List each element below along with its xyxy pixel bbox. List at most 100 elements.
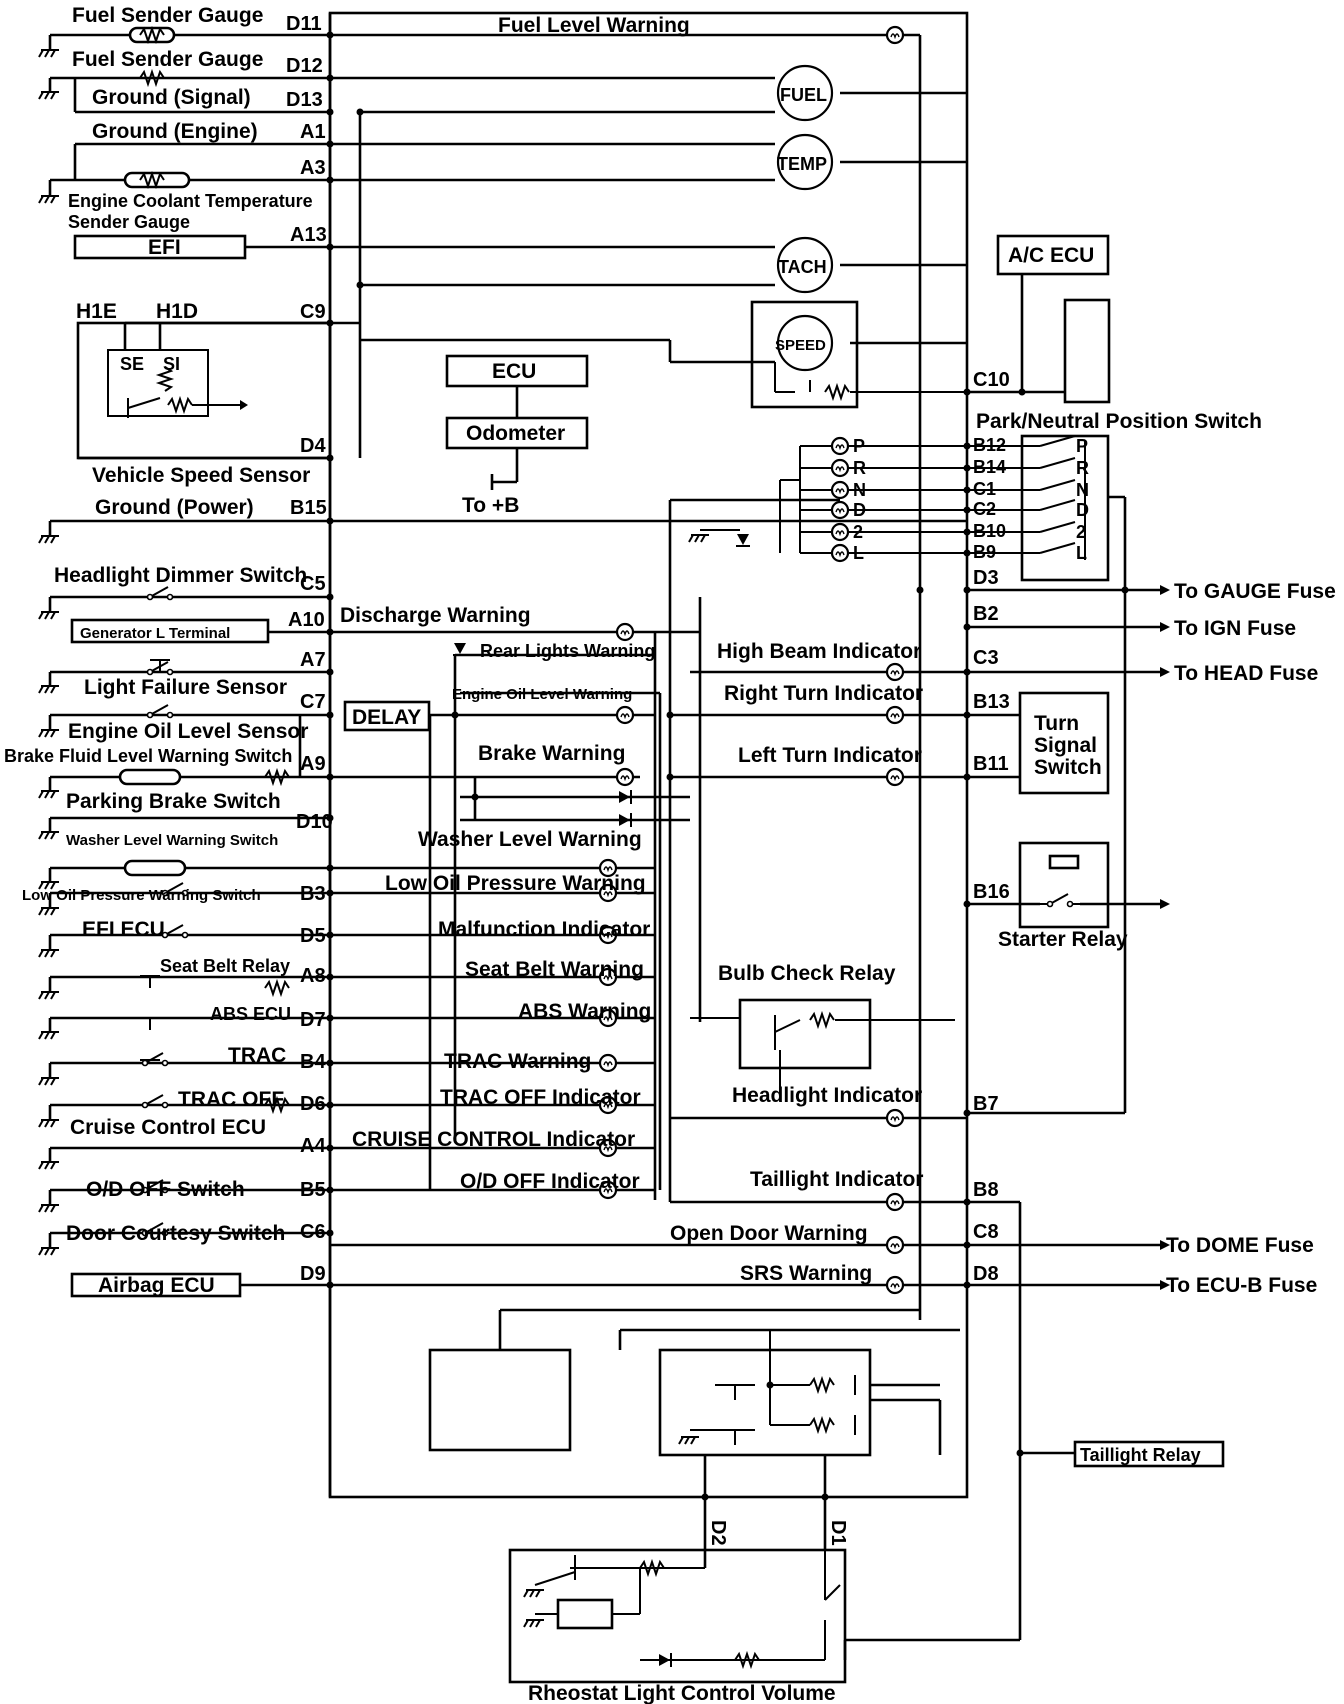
left-wiring (38, 26, 332, 1298)
label-to-b: To +B (462, 494, 519, 517)
label-ground-signal: Ground (Signal) (92, 86, 251, 109)
label-low-oil-warning: Low Oil Pressure Warning (385, 872, 646, 895)
pin-d9: D9 (300, 1263, 326, 1285)
label-abs-ecu: ABS ECU (210, 1004, 291, 1024)
label-to-gauge: To GAUGE Fuse (1174, 580, 1336, 603)
pin-b3: B3 (300, 883, 326, 905)
label-brake-fluid: Brake Fluid Level Warning Switch (4, 746, 292, 766)
right-wiring (508, 234, 1225, 1684)
airbag-ecu-box (70, 1272, 242, 1298)
pin-d2: D2 (707, 1520, 729, 1546)
starter-relay-box (1018, 841, 1110, 929)
left-labels: Fuel Sender Gauge Fuel Sender Gauge Grou… (4, 4, 313, 1297)
pin-a8: A8 (300, 965, 326, 987)
pin-b2: B2 (973, 603, 999, 625)
label-trac: TRAC (228, 1044, 286, 1067)
pin-b14: B14 (973, 457, 1006, 477)
switch-gear-p: P (1076, 436, 1088, 456)
pin-b9: B9 (973, 542, 996, 562)
pin-c2: C2 (973, 499, 996, 519)
pin-b11: B11 (973, 753, 1009, 775)
label-delay: DELAY (352, 706, 421, 729)
label-trac-warning: TRAC Warning (444, 1050, 591, 1073)
speed-gauge (776, 314, 834, 372)
tach-gauge (776, 236, 834, 294)
pin-c6: C6 (300, 1221, 326, 1243)
pin-a3: A3 (300, 157, 326, 179)
pin-d12: D12 (286, 55, 323, 77)
switch-gear-r: R (1076, 458, 1089, 478)
rheostat-box (508, 1548, 847, 1684)
pin-d5: D5 (300, 925, 326, 947)
label-to-head: To HEAD Fuse (1174, 662, 1318, 685)
switch-gear-n: N (1076, 480, 1089, 500)
label-washer-switch: Washer Level Warning Switch (66, 832, 278, 849)
junction-dots (326, 31, 1129, 1501)
label-srs: SRS Warning (740, 1262, 872, 1285)
pin-b13: B13 (973, 691, 1010, 713)
speedometer-box (750, 300, 859, 409)
label-door-courtesy: Door Courtesy Switch (66, 1222, 285, 1245)
pin-d3: D3 (973, 567, 999, 589)
label-ecu: ECU (492, 360, 536, 383)
gauge-speed: SPEED (775, 337, 826, 354)
label-to-ecub: To ECU-B Fuse (1166, 1274, 1317, 1297)
label-seat-belt-relay: Seat Belt Relay (160, 956, 290, 976)
label-coolant-2: Sender Gauge (68, 212, 190, 232)
label-turn-1: Turn (1034, 712, 1079, 735)
label-efi: EFI (148, 236, 181, 259)
pin-d6: D6 (300, 1093, 326, 1115)
label-airbag-ecu: Airbag ECU (98, 1274, 215, 1297)
label-oil-level-warning: Engine Oil Level Warning (452, 686, 632, 703)
gear-label-l: L (853, 543, 864, 563)
label-si: SI (163, 354, 180, 374)
pin-a13: A13 (290, 224, 327, 246)
label-trac-off: TRAC OFF (178, 1088, 284, 1111)
label-open-door: Open Door Warning (670, 1222, 868, 1245)
gear-label-r: R (853, 458, 866, 478)
label-oil-level-sensor: Engine Oil Level Sensor (68, 720, 308, 743)
label-turn-3: Switch (1034, 756, 1102, 779)
label-gen-l: Generator L Terminal (80, 625, 230, 642)
pin-a7: A7 (300, 649, 326, 671)
label-ground-power: Ground (Power) (95, 496, 254, 519)
pin-b5: B5 (300, 1179, 326, 1201)
label-cruise-ecu: Cruise Control ECU (70, 1116, 266, 1139)
park-neutral-switch-box (1020, 434, 1110, 582)
right-pin-labels: C10 B12 B14 C1 C2 B10 B9 D3 B2 C3 B13 B1… (707, 369, 1010, 1546)
switch-gear-2: 2 (1076, 522, 1086, 542)
label-washer-warning: Washer Level Warning (418, 828, 642, 851)
gauge-fuel: FUEL (780, 85, 827, 105)
label-ac-ecu: A/C ECU (1008, 244, 1094, 267)
label-taillight-relay: Taillight Relay (1080, 1445, 1201, 1465)
pin-a9: A9 (300, 753, 326, 775)
label-low-oil-switch: Low Oil Pressure Warning Switch (22, 887, 261, 904)
label-od-off-indicator: O/D OFF Indicator (460, 1170, 640, 1193)
label-left-turn: Left Turn Indicator (738, 744, 922, 767)
left-pin-labels: D11 D12 D13 A1 A3 A13 C9 D4 B15 C5 A10 A… (286, 13, 333, 1285)
pin-b12: B12 (973, 435, 1006, 455)
pin-d10: D10 (296, 811, 333, 833)
label-rheostat: Rheostat Light Control Volume (528, 1682, 836, 1704)
odometer-box (445, 416, 589, 450)
gauge-temp: TEMP (777, 154, 827, 174)
pin-c9: C9 (300, 301, 326, 323)
pin-c8: C8 (973, 1221, 999, 1243)
label-high-beam: High Beam Indicator (717, 640, 921, 663)
pin-d1: D1 (827, 1520, 849, 1546)
label-efi-ecu: EFI ECU (82, 918, 165, 941)
pin-c7: C7 (300, 691, 326, 713)
label-pn-switch: Park/Neutral Position Switch (976, 410, 1262, 433)
efi-box (73, 234, 247, 260)
pin-c5: C5 (300, 573, 326, 595)
bulb-check-relay-box (738, 998, 872, 1070)
vehicle-speed-sensor-box (76, 321, 332, 460)
meter-internal-wiring (330, 25, 967, 1497)
pin-d13: D13 (286, 89, 323, 111)
pin-c1: C1 (973, 479, 996, 499)
label-seat-belt-warning: Seat Belt Warning (465, 958, 644, 981)
temp-gauge (776, 133, 834, 191)
pin-b7: B7 (973, 1093, 999, 1115)
turn-signal-switch-box (1018, 691, 1110, 795)
delay-box (343, 700, 431, 732)
